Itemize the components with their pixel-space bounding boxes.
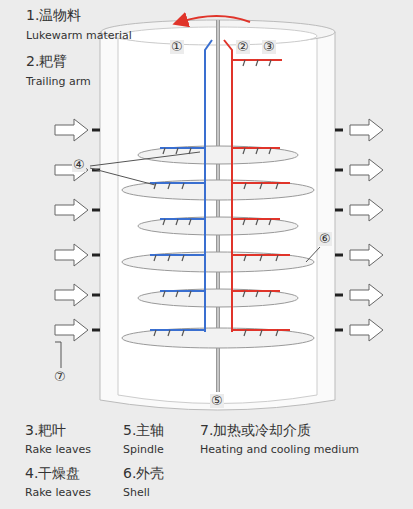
callout-number: ⑦: [53, 370, 67, 384]
part-name-cn: 5.主轴: [123, 423, 164, 438]
part-name-en: Trailing arm: [26, 76, 91, 88]
callout-number: ⑥: [318, 232, 332, 246]
part-name-en: Rake leaves: [25, 487, 91, 499]
part-name-en: Rake leaves: [25, 444, 91, 456]
part-name-cn: 4.干燥盘: [25, 466, 80, 481]
callout-number: ①: [170, 40, 184, 54]
part-name-cn: 3.耙叶: [25, 423, 66, 438]
callout-number: ③: [262, 40, 276, 54]
callout-number: ②: [236, 40, 250, 54]
callout-number: ④: [72, 158, 86, 172]
part-name-en: Lukewarm material: [26, 30, 132, 42]
part-name-cn: 2.耙臂: [26, 54, 67, 69]
part-name-cn: 7.加热或冷却介质: [200, 423, 311, 438]
part-name-cn: 6.外壳: [123, 466, 164, 481]
part-name-cn: 1.温物料: [26, 8, 81, 23]
callout-number: ⑤: [210, 394, 224, 408]
part-name-en: Shell: [123, 487, 150, 499]
part-name-en: Spindle: [123, 444, 164, 456]
part-name-en: Heating and cooling medium: [200, 444, 359, 456]
